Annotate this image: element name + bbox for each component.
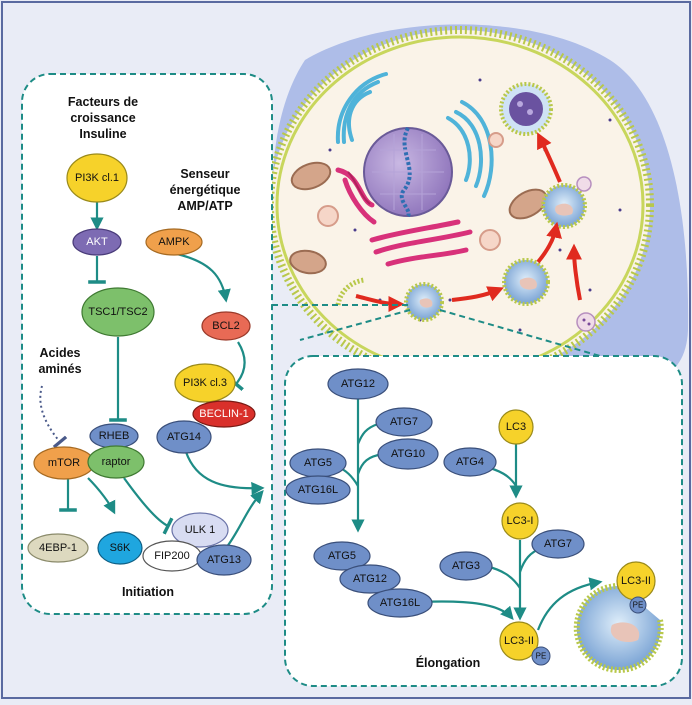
growth-factors-line3: Insuline	[79, 127, 126, 141]
growth-factors-line1: Facteurs de	[68, 95, 138, 109]
amino-acids-line2: aminés	[38, 362, 81, 376]
initiation-arrows	[59, 202, 265, 549]
node-atg5-a: ATG5	[289, 448, 347, 478]
svg-text:BECLIN-1: BECLIN-1	[199, 408, 249, 420]
energy-sensor-line3: AMP/ATP	[177, 199, 232, 213]
svg-text:BCL2: BCL2	[212, 320, 240, 332]
amino-acids-line1: Acides	[40, 346, 81, 360]
connector-elongation-left	[299, 309, 411, 341]
node-atg4: ATG4	[443, 447, 497, 477]
node-4ebp1: 4EBP-1	[27, 533, 89, 563]
node-raptor: raptor	[87, 445, 145, 479]
node-ulk1: ULK 1	[171, 512, 229, 548]
node-s6k: S6K	[97, 531, 143, 565]
node-atg16l-b: ATG16L	[367, 588, 433, 618]
initiation-title: Initiation	[122, 585, 174, 599]
svg-text:S6K: S6K	[110, 542, 131, 554]
energy-sensor-line1: Senseur	[180, 167, 229, 181]
node-lc3: LC3	[498, 409, 534, 445]
svg-text:ATG12: ATG12	[341, 378, 375, 390]
svg-text:ATG16L: ATG16L	[298, 484, 338, 496]
closing-autophagosome	[502, 258, 550, 306]
svg-text:ATG5: ATG5	[328, 550, 356, 562]
svg-text:PI3K cl.3: PI3K cl.3	[183, 377, 227, 389]
node-atg13: ATG13	[196, 544, 252, 576]
svg-text:ATG16L: ATG16L	[380, 597, 420, 609]
svg-text:ATG3: ATG3	[452, 560, 480, 572]
node-pe-a: PE	[531, 646, 551, 666]
elongation-title: Élongation	[416, 655, 481, 670]
node-atg7-b: ATG7	[531, 529, 585, 559]
node-atg5-b: ATG5	[313, 541, 371, 571]
svg-text:LC3-II: LC3-II	[621, 575, 651, 587]
svg-text:ATG14: ATG14	[167, 431, 201, 443]
svg-text:4EBP-1: 4EBP-1	[39, 542, 77, 554]
node-bcl2: BCL2	[201, 311, 251, 341]
node-atg14-initiation: ATG14	[156, 420, 212, 454]
node-lc3-i: LC3-I	[501, 502, 539, 540]
node-pi3k-cl1: PI3K cl.1	[66, 153, 128, 203]
cell	[266, 24, 689, 391]
node-fip200: FIP200	[142, 540, 202, 572]
node-atg3: ATG3	[439, 551, 493, 581]
node-atg12-b: ATG12	[339, 564, 401, 594]
svg-text:AMPK: AMPK	[158, 236, 190, 248]
node-tsc: TSC1/TSC2	[81, 287, 155, 337]
svg-text:LC3: LC3	[506, 421, 526, 433]
svg-text:ATG5: ATG5	[304, 457, 332, 469]
node-lc3-ii-b: LC3-II	[616, 561, 656, 601]
svg-text:TSC1/TSC2: TSC1/TSC2	[88, 306, 147, 318]
node-atg10: ATG10	[377, 438, 439, 470]
node-rheb: RHEB	[89, 423, 139, 449]
lysosome	[576, 312, 596, 332]
small-vesicles	[317, 132, 504, 251]
growth-factors-line2: croissance	[70, 111, 135, 125]
svg-text:raptor: raptor	[102, 456, 131, 468]
connector-elongation-right	[439, 309, 601, 357]
svg-text:ATG7: ATG7	[544, 538, 572, 550]
svg-text:AKT: AKT	[86, 236, 108, 248]
svg-text:ATG10: ATG10	[391, 448, 425, 460]
nucleus	[363, 127, 453, 218]
svg-text:mTOR: mTOR	[48, 457, 80, 469]
svg-text:RHEB: RHEB	[99, 430, 130, 442]
node-pi3k-cl3: PI3K cl.3	[174, 363, 236, 403]
node-atg16l-a: ATG16L	[285, 475, 351, 505]
node-akt: AKT	[72, 228, 122, 256]
svg-text:ATG13: ATG13	[207, 554, 241, 566]
node-atg12-top: ATG12	[327, 368, 389, 400]
svg-text:ATG7: ATG7	[390, 416, 418, 428]
svg-text:PE: PE	[536, 652, 547, 661]
node-ampk: AMPK	[145, 228, 203, 256]
forming-autophagosome	[404, 282, 444, 322]
svg-text:ATG12: ATG12	[353, 573, 387, 585]
node-mtor: mTOR	[33, 446, 95, 480]
node-beclin1: BECLIN-1	[192, 400, 256, 428]
node-lc3-ii-a: LC3-II	[499, 621, 539, 661]
node-pe-b: PE	[629, 596, 647, 614]
autolysosome	[499, 82, 553, 136]
svg-text:ATG4: ATG4	[456, 456, 484, 468]
svg-text:PE: PE	[633, 601, 644, 610]
svg-text:PI3K cl.1: PI3K cl.1	[75, 172, 119, 184]
autophagosome	[541, 176, 592, 229]
energy-sensor-line2: énergétique	[170, 183, 241, 197]
node-atg7-a: ATG7	[375, 407, 433, 437]
initiation-box	[21, 73, 273, 615]
mitochondrion	[289, 161, 548, 275]
svg-text:LC3-I: LC3-I	[507, 515, 534, 527]
svg-text:ULK 1: ULK 1	[185, 524, 216, 536]
svg-text:LC3-II: LC3-II	[504, 635, 534, 647]
progression-arrows	[355, 132, 583, 312]
svg-text:FIP200: FIP200	[154, 550, 189, 562]
